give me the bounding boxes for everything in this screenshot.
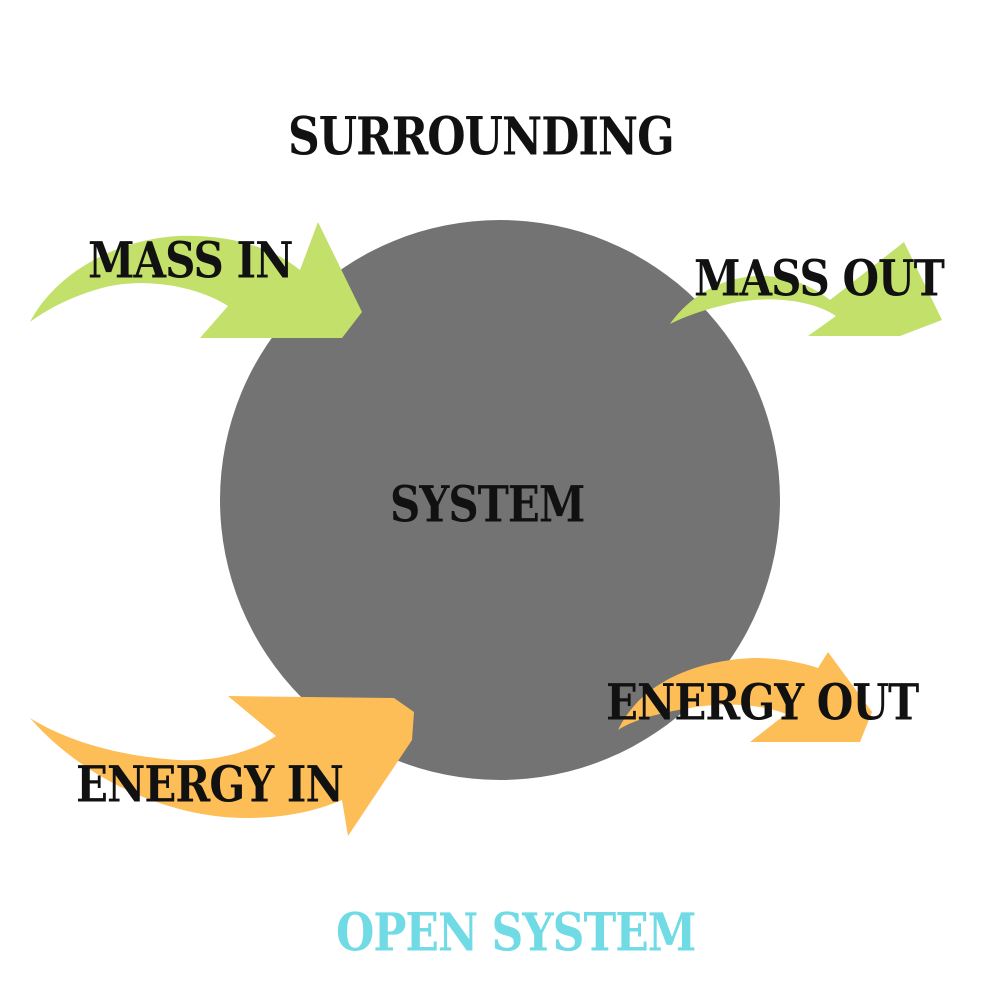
system-label: SYSTEM [390,475,585,534]
mass-in-arrow-icon [30,222,362,338]
mass-out-label: MASS OUT [694,249,945,308]
mass-out-arrow-icon [670,242,942,336]
energy-out-label: ENERGY OUT [606,673,919,732]
mass-in-label: MASS IN [88,231,293,290]
system-circle [220,220,780,780]
diagram-title: OPEN SYSTEM [336,903,696,964]
energy-in-label: ENERGY IN [76,755,344,814]
energy-out-arrow-icon [618,652,872,742]
surrounding-label: SURROUNDING [288,107,675,168]
energy-in-arrow-icon [30,696,414,836]
